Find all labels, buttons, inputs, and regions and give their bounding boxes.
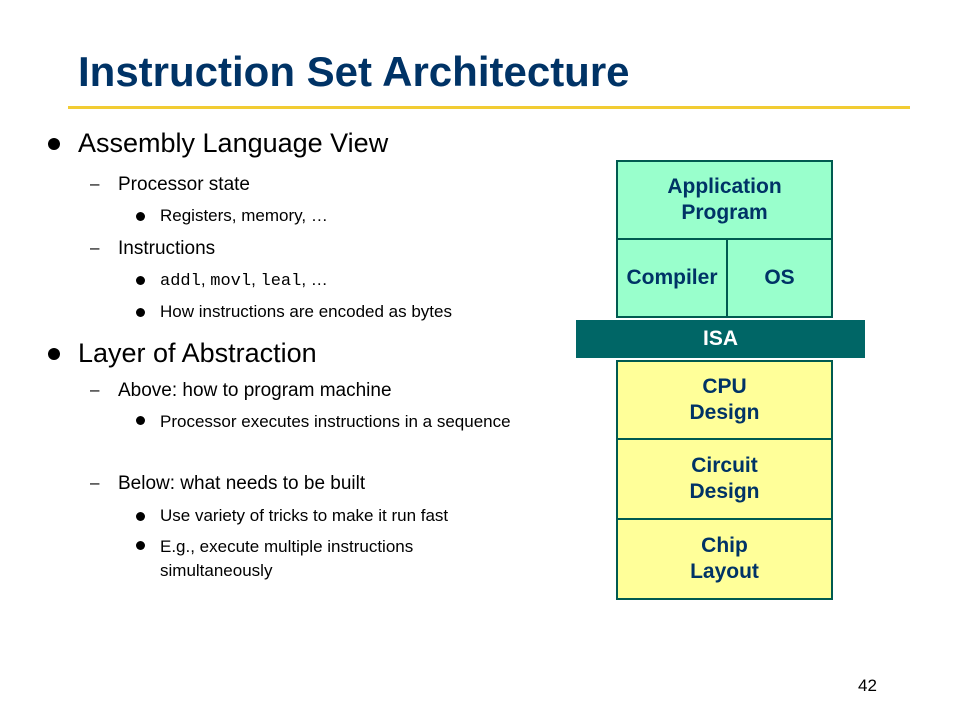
item-tricks: Use variety of tricks to make it run fas… xyxy=(135,506,449,525)
bullet-assembly-language-view: Assembly Language View xyxy=(47,128,389,158)
item-processor-executes: Processor executes instructions in a seq… xyxy=(136,410,520,434)
os-box: OS xyxy=(726,238,833,318)
subbullet-processor-state: Processor state xyxy=(90,174,250,196)
item-encoding: How instructions are encoded as bytes xyxy=(136,302,452,321)
item-instruction-examples: addl, movl, leal, … xyxy=(136,270,328,291)
slide-title: Instruction Set Architecture xyxy=(78,48,630,95)
cpu-design-box: CPU Design xyxy=(616,360,833,440)
code-leal: leal xyxy=(260,272,302,291)
separator: , xyxy=(200,270,211,289)
subbullet-above: Above: how to program machine xyxy=(90,380,392,402)
item-registers: Registers, memory, … xyxy=(136,206,328,225)
separator: , xyxy=(251,270,261,289)
circuit-design-box: Circuit Design xyxy=(616,438,833,520)
title-underline xyxy=(68,106,910,109)
ellipsis: , … xyxy=(301,270,328,289)
code-movl: movl xyxy=(210,272,252,291)
chip-layout-box: Chip Layout xyxy=(616,518,833,600)
application-program-box: Application Program xyxy=(616,160,833,240)
bullet-layer-of-abstraction: Layer of Abstraction xyxy=(48,338,317,368)
isa-bar: ISA xyxy=(576,320,865,358)
item-eg: E.g., execute multiple instructions simu… xyxy=(136,535,520,583)
compiler-box: Compiler xyxy=(616,238,728,318)
subbullet-below: Below: what needs to be built xyxy=(90,473,365,495)
page-number: 42 xyxy=(858,676,877,695)
subbullet-instructions: Instructions xyxy=(90,238,215,260)
code-addl: addl xyxy=(160,272,201,291)
